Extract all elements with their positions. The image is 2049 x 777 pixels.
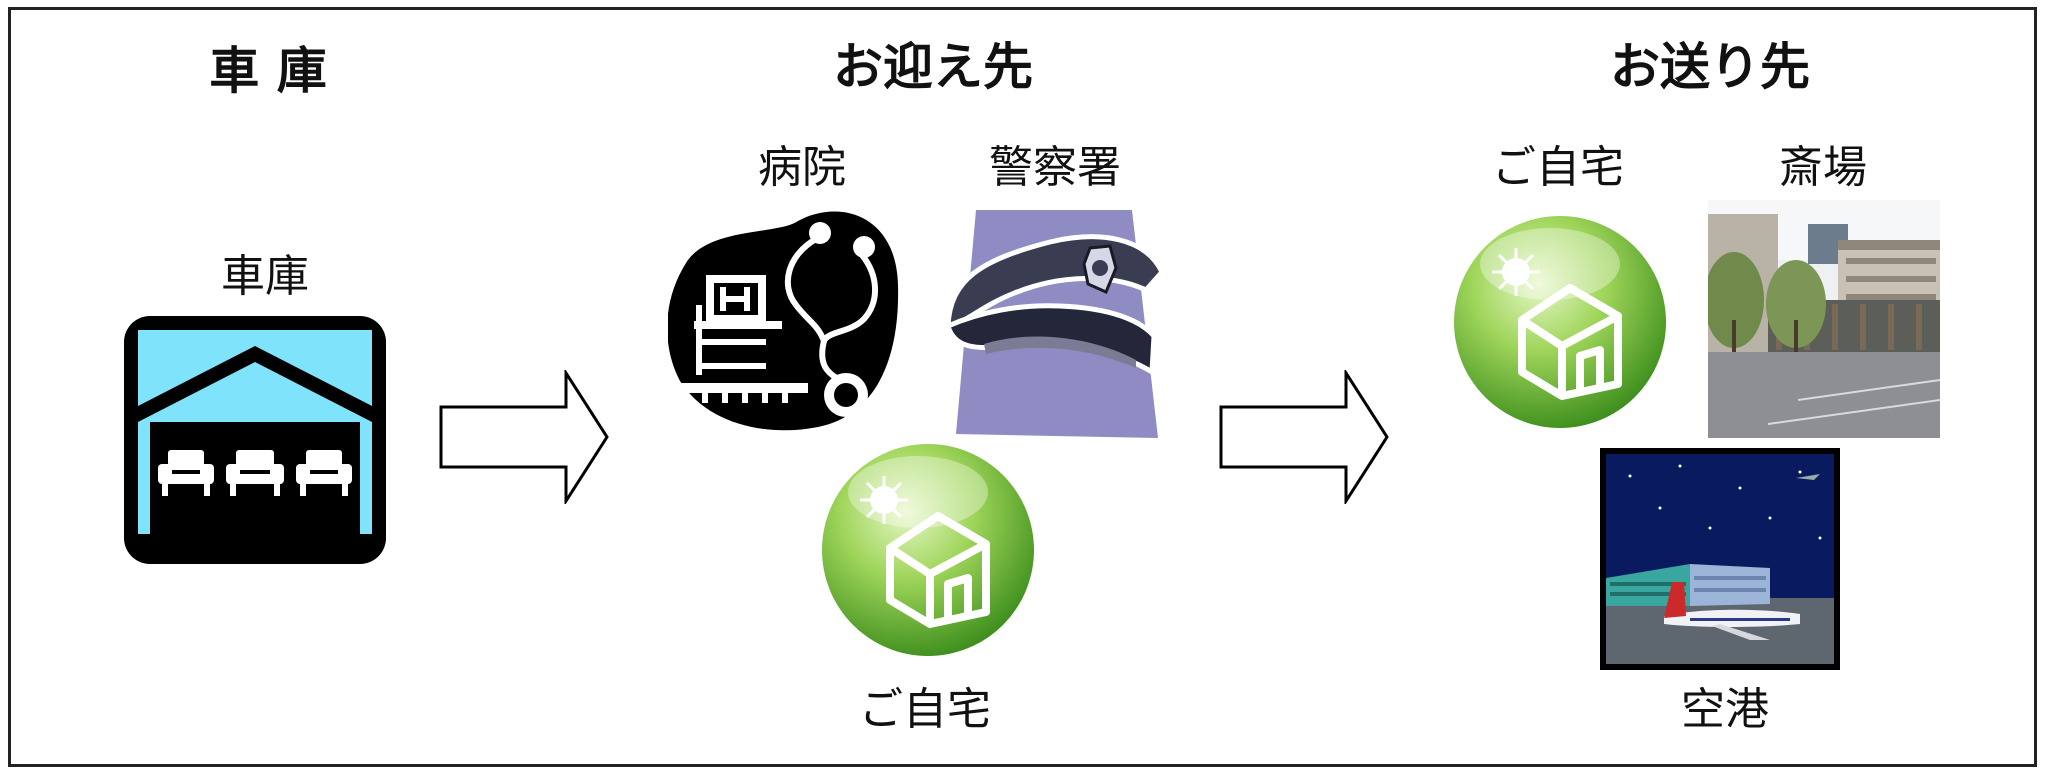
diagram-frame — [8, 7, 2037, 767]
arrow-right-icon — [1219, 370, 1389, 504]
header-pickup: お迎え先 — [833, 38, 1033, 96]
funeral-hall-image — [1708, 200, 1940, 438]
home-icon — [1454, 216, 1666, 428]
header-garage: 車 庫 — [209, 42, 327, 100]
label-funeral-hall: 斎場 — [1779, 142, 1867, 193]
label-police: 警察署 — [989, 142, 1121, 193]
header-dropoff: お送り先 — [1610, 38, 1810, 96]
label-garage: 車庫 — [221, 251, 309, 302]
label-hospital: 病院 — [758, 142, 846, 193]
label-airport: 空港 — [1681, 684, 1769, 735]
garage-icon — [124, 316, 386, 564]
label-home-dropoff: ご自宅 — [1492, 142, 1624, 193]
airport-image — [1600, 448, 1840, 670]
label-home-pickup: ご自宅 — [859, 684, 991, 735]
police-cap-icon — [945, 210, 1165, 438]
arrow-right-icon — [439, 370, 609, 504]
hospital-icon — [668, 211, 899, 431]
home-icon — [822, 444, 1034, 656]
